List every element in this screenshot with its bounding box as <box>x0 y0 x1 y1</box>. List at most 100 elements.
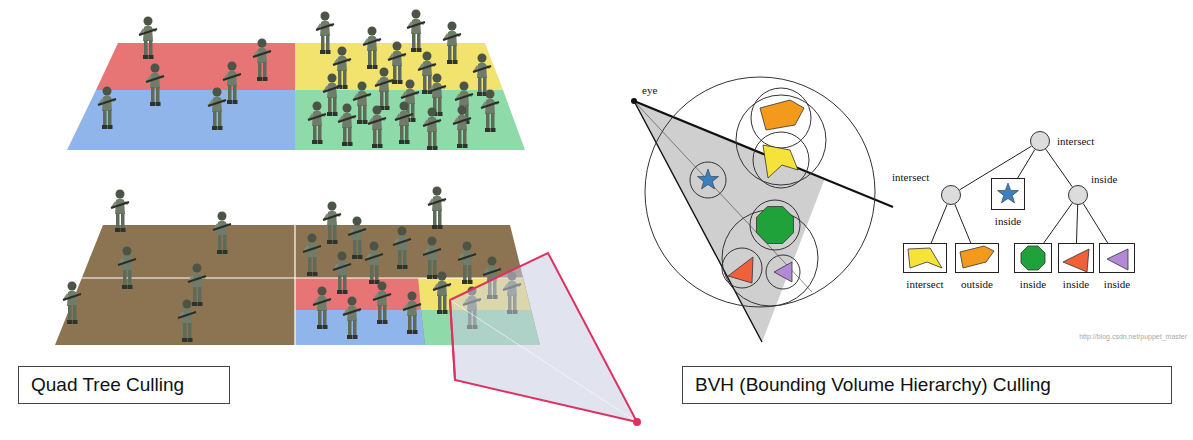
bounding-circle <box>751 88 811 148</box>
frustum-edge <box>450 300 637 422</box>
soldier-figure <box>458 242 476 285</box>
tree-node: inside <box>1068 185 1088 205</box>
bounding-circle <box>736 95 826 185</box>
soldier-figure <box>348 217 366 260</box>
soldier-figure <box>98 87 116 130</box>
caption-box: Quad Tree Culling <box>18 366 230 404</box>
tree-edge <box>955 204 971 243</box>
purple-triangle <box>774 262 792 282</box>
soldier-figure <box>338 104 356 147</box>
bounding-circle <box>722 248 762 288</box>
node-label: outside <box>961 278 993 291</box>
green-octagon <box>1021 246 1045 270</box>
soldier-figure <box>343 297 361 340</box>
soldier-figure <box>428 187 446 230</box>
purple-triangle <box>1107 249 1128 270</box>
caption-text: Quad Tree Culling <box>19 367 184 403</box>
soldier-figure <box>178 300 196 343</box>
soldier-figure <box>208 88 226 131</box>
soldier-figure <box>323 202 341 245</box>
soldier-figure <box>353 82 371 125</box>
tree-node: intersect <box>1030 131 1050 151</box>
soldier-figure <box>365 242 383 285</box>
leaf-box: inside <box>1014 243 1052 273</box>
eye-point <box>631 98 637 104</box>
tree-edge <box>960 146 1032 190</box>
node-label: intersect <box>1057 135 1094 148</box>
tree-edge <box>1018 150 1035 178</box>
soldier-figure <box>313 287 331 330</box>
soldier-figure <box>188 264 206 307</box>
node-label: inside <box>1104 278 1130 291</box>
node-label: inside <box>1091 173 1117 186</box>
soldier-figure <box>373 282 391 325</box>
soldier-figure <box>303 234 321 277</box>
star-shape <box>698 169 719 189</box>
tree-node: intersect <box>941 185 961 205</box>
soldier-figure <box>333 252 351 295</box>
tree-edge <box>1076 205 1077 243</box>
watermark: http://blog.csdn.net/puppet_master <box>1079 332 1187 341</box>
soldier-figure <box>388 42 406 85</box>
node-label: inside <box>995 215 1021 228</box>
soldier-figure <box>423 108 441 151</box>
node-label: intersect <box>906 278 943 291</box>
bounding-circle <box>766 255 800 289</box>
red-triangle <box>1063 249 1089 272</box>
quad-blue <box>67 90 295 150</box>
soldier-figure <box>111 190 129 233</box>
bounding-circle <box>690 162 726 198</box>
caption-box: BVH (Bounding Volume Hierarchy) Culling <box>682 366 1172 404</box>
node-label: inside <box>1063 278 1089 291</box>
soldier-figure <box>308 102 326 145</box>
soldier-figure <box>393 227 411 270</box>
orange-shape <box>960 246 994 268</box>
leaf-box: outside <box>955 243 999 273</box>
red-triangle <box>728 257 753 283</box>
caption-text: BVH (Bounding Volume Hierarchy) Culling <box>683 367 1051 403</box>
view-frustum <box>450 253 637 422</box>
view-frustum <box>634 101 825 342</box>
soldier-figure <box>323 74 341 117</box>
leaf-box: intersect <box>903 243 947 273</box>
quad-split <box>80 277 523 278</box>
tree-edge <box>1046 149 1072 187</box>
soldier-figure <box>403 292 421 335</box>
soldier-figure <box>473 54 491 97</box>
bounding-circle <box>645 77 875 307</box>
tree-edge <box>1083 204 1107 243</box>
green-octagon <box>757 207 794 244</box>
soldier-figure <box>213 212 231 255</box>
leaf-box: inside <box>1099 243 1135 273</box>
soldier-figure <box>63 282 81 325</box>
quad-split <box>294 225 295 345</box>
orange-shape <box>760 100 804 130</box>
soldier-figure <box>481 90 499 133</box>
soldier-figure <box>316 12 334 55</box>
quad-blue <box>295 310 425 345</box>
soldier-figure <box>363 27 381 70</box>
soldier-figure <box>223 62 241 105</box>
soldier-figure <box>375 68 393 111</box>
camera-point <box>633 418 641 426</box>
soldier-figure <box>253 39 271 82</box>
soldier-figure <box>146 64 164 107</box>
soldier-figure <box>407 10 425 53</box>
node-label: inside <box>1020 278 1046 291</box>
soldier-figure <box>423 237 441 280</box>
soldier-figure <box>368 106 386 149</box>
frustum-edge <box>450 300 455 380</box>
tree-edge <box>931 204 947 243</box>
yellow-shape <box>763 145 798 178</box>
soldier-figure <box>433 272 451 315</box>
view-axis <box>634 101 812 292</box>
bounding-circle <box>750 200 800 250</box>
leaf-box: inside <box>991 178 1025 210</box>
soldier-figure <box>139 17 157 60</box>
star-shape <box>998 183 1019 203</box>
yellow-shape <box>908 248 942 268</box>
soldier-figure <box>118 247 136 290</box>
soldier-figure <box>443 22 461 65</box>
tree-edge <box>1044 203 1072 243</box>
leaf-box: inside <box>1058 243 1094 273</box>
